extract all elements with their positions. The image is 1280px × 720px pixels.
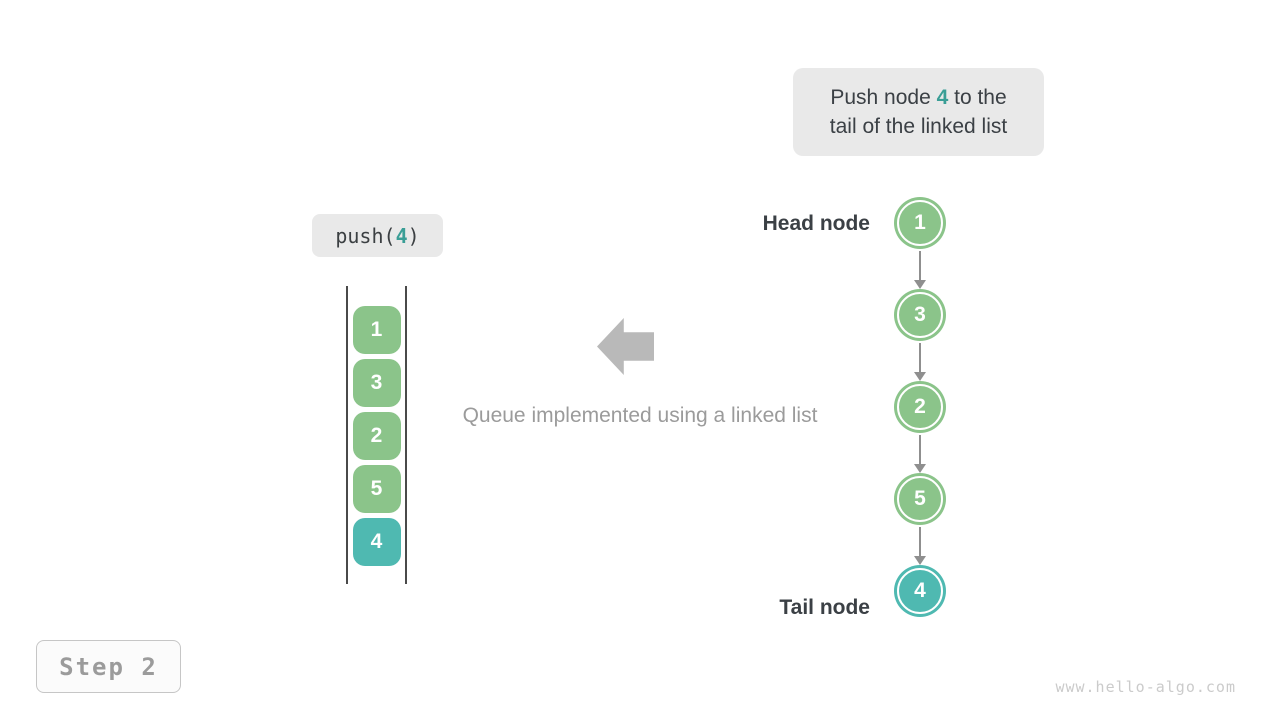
list-node: 4: [897, 568, 943, 614]
stack-cell: 3: [352, 359, 401, 407]
callout-line2: tail of the linked list: [829, 115, 1008, 138]
push-annotation-callout: Push node 4 to the tail of the linked li…: [793, 68, 1044, 156]
list-node: 5: [897, 476, 943, 522]
push-call-suffix: ): [407, 223, 420, 248]
push-call-prefix: push(: [335, 223, 396, 248]
stack-cell: 1: [352, 306, 401, 354]
arrow-down-icon: [914, 430, 926, 476]
arrow-down-icon: [914, 522, 926, 568]
watermark: www.hello-algo.com: [1055, 678, 1236, 696]
head-node-label: Head node: [762, 212, 870, 235]
list-node: 2: [897, 384, 943, 430]
push-call-arg: 4: [395, 223, 408, 248]
stack-cell: 4: [352, 518, 401, 566]
arrow-down-icon: [914, 338, 926, 384]
stack-cell: 5: [352, 465, 401, 513]
stack-cell: 2: [352, 412, 401, 460]
callout-text: to the: [948, 86, 1007, 109]
queue-stack: 1 3 2 5 4: [346, 286, 407, 584]
callout-accent-value: 4: [936, 86, 949, 109]
linked-list: 1 3 2 5 4: [892, 200, 948, 614]
diagram-caption: Queue implemented using a linked list: [462, 404, 818, 427]
left-block-arrow-icon: [597, 318, 654, 375]
callout-line1: Push node 4 to the: [830, 83, 1006, 112]
tail-node-label: Tail node: [779, 596, 870, 619]
step-badge: Step 2: [36, 640, 181, 693]
list-node: 3: [897, 292, 943, 338]
arrow-down-icon: [914, 246, 926, 292]
push-call-badge: push(4): [312, 214, 443, 257]
list-node: 1: [897, 200, 943, 246]
callout-text: Push node: [830, 86, 937, 109]
